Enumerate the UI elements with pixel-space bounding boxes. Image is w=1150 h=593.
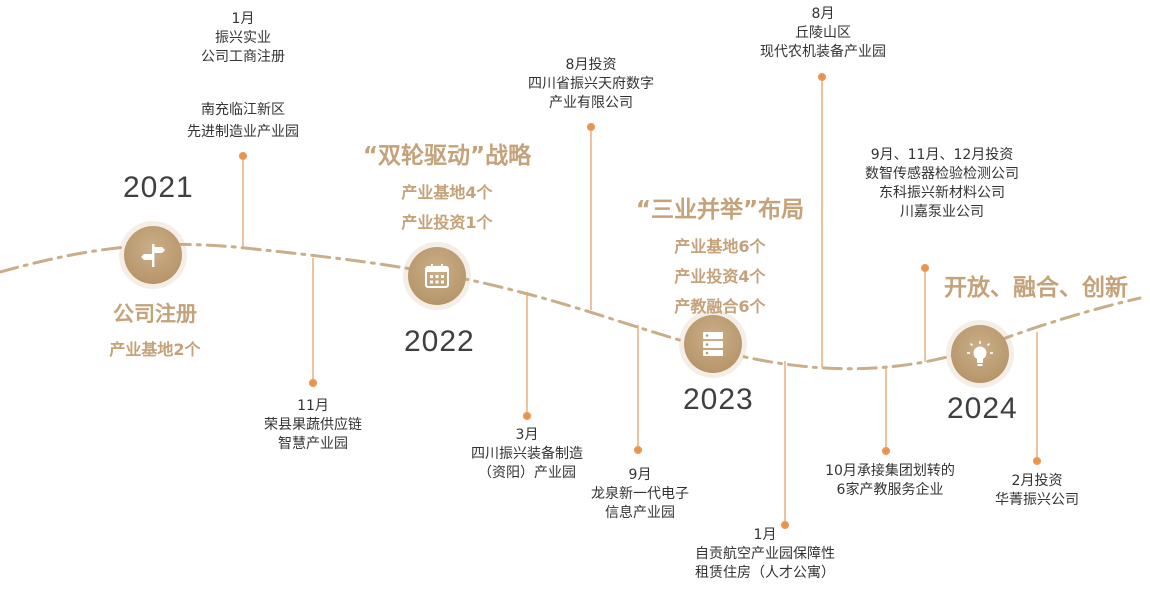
event-note: 8月投资 四川省振兴天府数字 产业有限公司	[528, 57, 654, 111]
stage-title: “双轮驱动”战略	[362, 143, 532, 169]
connector-dot	[780, 520, 790, 530]
event-note: 10月承接集团划转的 6家产教服务企业	[825, 463, 955, 498]
stage-2024: 开放、融合、创新	[944, 268, 1128, 302]
connector-dot	[586, 122, 596, 132]
milestone-2023	[684, 315, 742, 373]
stage-2021: 公司注册 产业基地2个	[80, 298, 230, 360]
lightbulb-icon	[967, 341, 993, 366]
year-label: 2023	[683, 383, 754, 416]
connector-dot	[1032, 456, 1042, 466]
stage-title: “三业并举”布局	[635, 197, 805, 223]
connector-dot	[881, 446, 891, 456]
connector-dot	[633, 445, 643, 455]
milestone-2024	[951, 325, 1009, 383]
year-label: 2021	[123, 171, 194, 204]
event-note: 1月 振兴实业 公司工商注册	[201, 11, 285, 65]
calendar-icon	[425, 264, 449, 288]
connector-dot	[308, 378, 318, 388]
event-note: 1月 自贡航空产业园保障性 租赁住房（人才公寓）	[695, 527, 835, 581]
stage-2022: “双轮驱动”战略 产业基地4个 产业投资1个	[352, 136, 542, 233]
event-note: 11月 荣县果蔬供应链 智慧产业园	[264, 398, 362, 452]
stage-stat: 产业基地4个	[401, 183, 493, 202]
milestone-2021	[124, 226, 182, 284]
event-note: 9月 龙泉新一代电子 信息产业园	[591, 467, 689, 521]
milestone-2022	[408, 247, 466, 305]
year-label: 2022	[404, 325, 475, 358]
server-icon	[703, 332, 723, 356]
event-note: 2月投资 华菁振兴公司	[995, 473, 1079, 508]
connector-dot	[238, 151, 248, 161]
event-note: 8月 丘陵山区 现代农机装备产业园	[760, 6, 886, 60]
stage-2023: “三业并举”布局 产业基地6个 产业投资4个 产教融合6个	[625, 190, 815, 317]
stage-title: 公司注册	[113, 302, 197, 326]
stage-stat: 产业基地6个	[674, 237, 766, 256]
stage-stat: 产教融合6个	[674, 297, 766, 316]
stage-stat: 产业投资4个	[674, 267, 766, 286]
event-note: 9月、11月、12月投资 数智传感器检验检测公司 东科振兴新材料公司 川嘉泵业公…	[865, 147, 1019, 220]
year-label: 2024	[947, 392, 1018, 425]
event-note: 南充临江新区 先进制造业产业园	[187, 102, 299, 140]
signpost-icon	[141, 244, 165, 267]
connector-dot	[522, 411, 532, 421]
event-note: 3月 四川振兴装备制造 （资阳）产业园	[471, 427, 583, 481]
stage-title: 开放、融合、创新	[944, 275, 1128, 301]
stage-stat: 产业投资1个	[401, 213, 493, 232]
connector-dot	[920, 263, 930, 273]
connector-dot	[817, 72, 827, 82]
stage-stat: 产业基地2个	[109, 340, 201, 359]
